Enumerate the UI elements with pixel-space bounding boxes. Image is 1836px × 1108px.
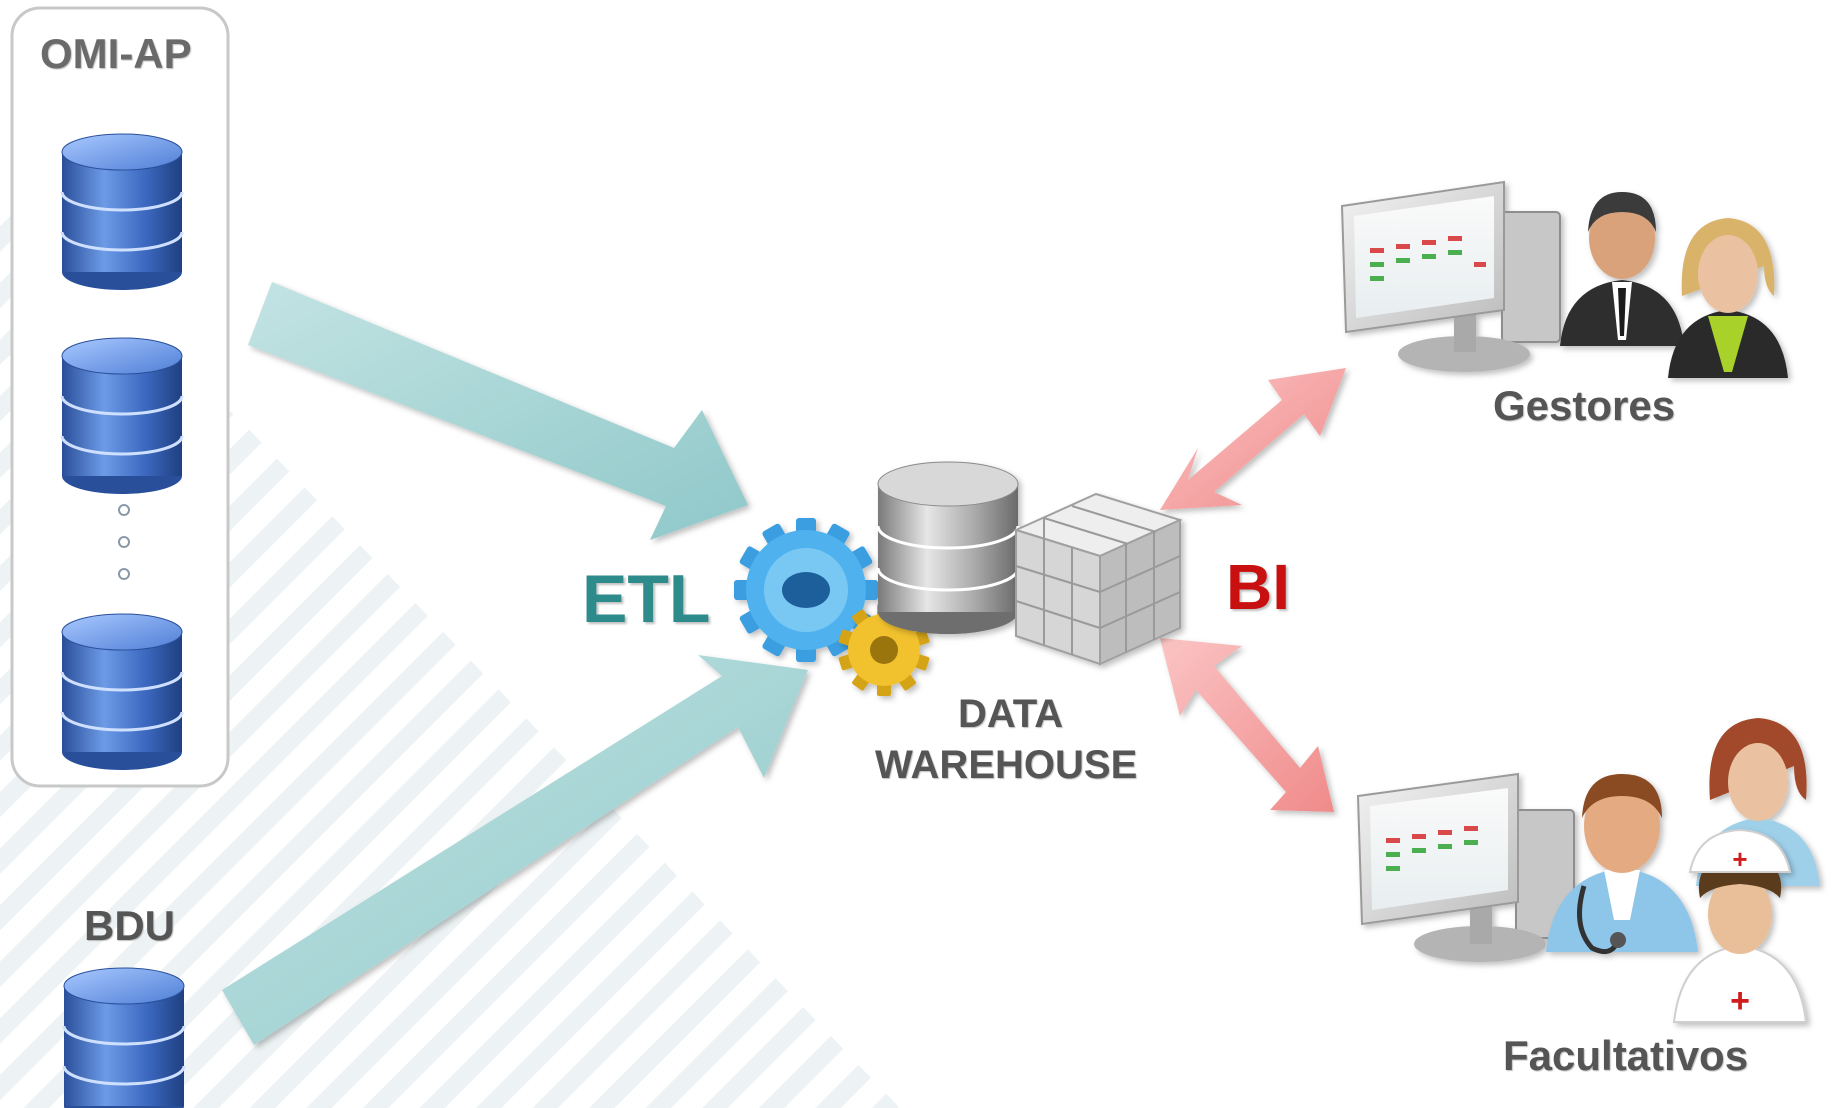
gear-icon-gold — [838, 604, 930, 696]
data-warehouse-label-line1: DATA — [958, 692, 1064, 736]
nurse-person-icon: + + — [1672, 828, 1808, 1023]
olap-cube-icon — [1013, 492, 1183, 666]
male-doctor-person-icon — [1546, 774, 1698, 955]
omi-ap-label: OMI-AP — [40, 30, 192, 77]
more-databases-indicator — [118, 504, 130, 580]
female-manager-person-icon — [1668, 218, 1788, 378]
flow-arrow-bdu-to-etl — [222, 655, 808, 1045]
database-icon-gray — [876, 461, 1020, 634]
bi-arrow-to-facultativos — [1160, 638, 1334, 812]
etl-label: ETL — [582, 561, 711, 637]
gestores-label: Gestores — [1493, 382, 1676, 429]
database-icon — [60, 337, 184, 494]
manager-person-icon — [1560, 192, 1684, 346]
computer-monitor-icon — [1340, 180, 1561, 372]
svg-text:+: + — [1730, 982, 1750, 1020]
bi-arrow-to-gestores — [1160, 368, 1346, 510]
flow-arrow-omi-to-etl — [248, 282, 748, 540]
data-warehouse-label-line2: WAREHOUSE — [875, 743, 1138, 787]
facultativos-label: Facultativos — [1503, 1032, 1749, 1079]
computer-monitor-icon — [1356, 772, 1575, 962]
database-icon — [60, 133, 184, 290]
gear-icon-blue — [734, 518, 878, 662]
svg-text:+: + — [1732, 844, 1747, 874]
bdu-label: BDU — [84, 902, 175, 949]
database-icon — [62, 967, 186, 1108]
bi-label: BI — [1226, 551, 1290, 623]
database-icon — [60, 613, 184, 770]
